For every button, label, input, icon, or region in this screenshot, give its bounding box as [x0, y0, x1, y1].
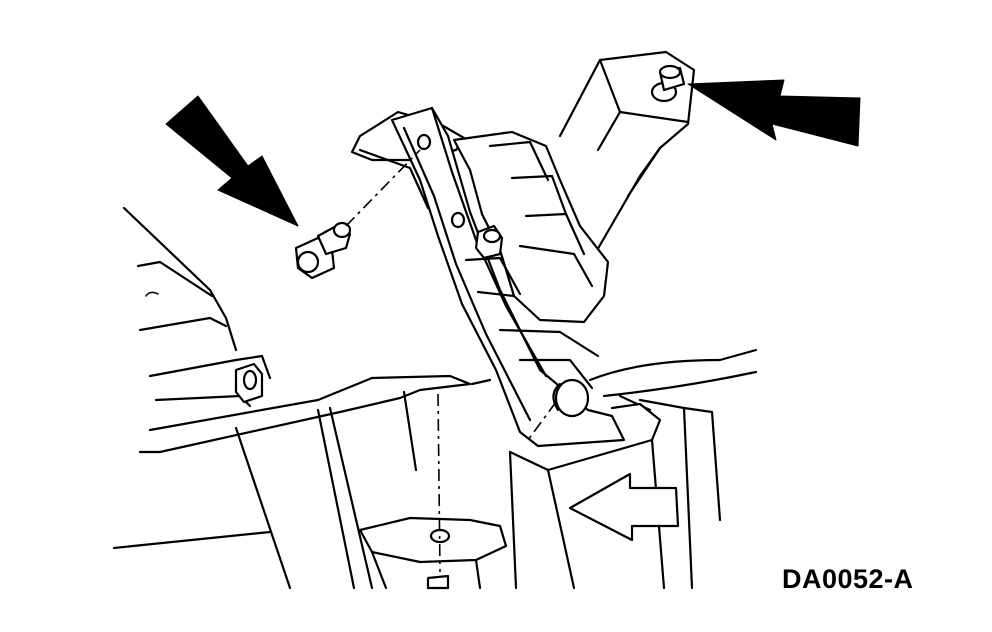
- crossmember-frame: [112, 374, 492, 590]
- right-bolt-arrow: [687, 79, 861, 147]
- right-bolt: [650, 64, 686, 103]
- left-bolt: [294, 221, 352, 280]
- left-bolt-centerline: [345, 149, 421, 227]
- lower-stud-centerline: [527, 401, 557, 441]
- vertical-centerline: [437, 393, 441, 573]
- figure-code: DA0052-A: [782, 564, 914, 594]
- right-body-panel: [588, 348, 758, 590]
- upper-right-bracket: [558, 50, 696, 254]
- lower-mount-pad: [358, 516, 508, 590]
- left-bolt-arrow: [165, 95, 299, 227]
- front-direction-arrow: [568, 472, 680, 542]
- transmission-mount-bracket: [350, 106, 626, 448]
- left-mount-stud: [234, 362, 264, 404]
